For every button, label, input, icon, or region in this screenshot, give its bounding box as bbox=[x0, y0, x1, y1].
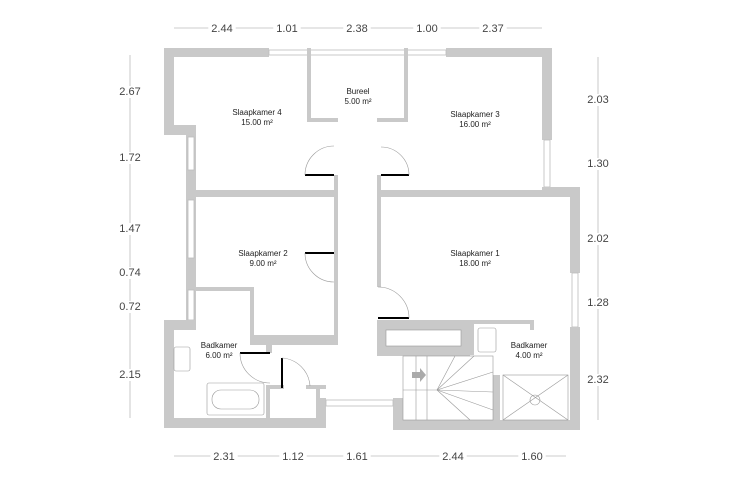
dimension-label-bg bbox=[584, 158, 612, 170]
sink-icon bbox=[173, 346, 191, 372]
dimension-label-bg bbox=[439, 451, 467, 463]
dimension-label-bg bbox=[584, 374, 612, 386]
dimension-label: 2.37 bbox=[482, 23, 503, 35]
sink-icon bbox=[477, 327, 497, 353]
dimension-label-bg bbox=[584, 297, 612, 309]
dimension-label-bg bbox=[518, 451, 546, 463]
dimension-label-bg bbox=[210, 451, 238, 463]
room-name: Slaapkamer 3 bbox=[450, 110, 500, 119]
dimension-label-bg bbox=[116, 86, 144, 98]
dimension-label: 2.15 bbox=[119, 369, 140, 381]
room-area: 6.00 m² bbox=[205, 351, 232, 360]
fixtures bbox=[173, 327, 569, 421]
stair-arrow-icon bbox=[412, 368, 426, 382]
dimension-label: 2.67 bbox=[119, 86, 140, 98]
shower-icon bbox=[502, 374, 569, 421]
room-area: 9.00 m² bbox=[249, 259, 276, 268]
dimension-label: 2.03 bbox=[587, 94, 608, 106]
dimensions-bottom: 2.31 1.12 1.61 2.44 1.60 bbox=[174, 451, 566, 463]
doors bbox=[239, 145, 410, 388]
dimension-label-bg bbox=[279, 451, 307, 463]
dimension-label: 1.60 bbox=[521, 451, 542, 463]
room-name: Slaapkamer 4 bbox=[232, 108, 282, 117]
room-area: 16.00 m² bbox=[459, 120, 491, 129]
dimensions-left: 2.67 1.72 1.47 0.74 0.72 2.15 bbox=[116, 55, 144, 418]
dimension-label-bg bbox=[116, 223, 144, 235]
dimension-label-bg bbox=[343, 451, 371, 463]
dimension-label-bg bbox=[584, 94, 612, 106]
dimension-label: 2.32 bbox=[587, 374, 608, 386]
bathtub-icon bbox=[206, 382, 265, 416]
room-area: 15.00 m² bbox=[241, 118, 273, 127]
room-area: 5.00 m² bbox=[344, 97, 371, 106]
room-name: Bureel bbox=[346, 87, 369, 96]
room-labels: Slaapkamer 4 15.00 m² Bureel 5.00 m² Sla… bbox=[201, 87, 548, 360]
dimension-label: 2.44 bbox=[211, 23, 232, 35]
dimension-label: 1.01 bbox=[276, 23, 297, 35]
dimension-label: 1.00 bbox=[416, 23, 437, 35]
dimension-label-bg bbox=[584, 233, 612, 245]
dimension-label: 1.72 bbox=[119, 152, 140, 164]
dimension-label: 2.02 bbox=[587, 233, 608, 245]
dimension-label-bg bbox=[413, 23, 441, 35]
dimension-label-bg bbox=[116, 369, 144, 381]
dimension-label: 1.12 bbox=[282, 451, 303, 463]
dimension-label: 1.28 bbox=[587, 297, 608, 309]
dimension-label: 0.72 bbox=[119, 301, 140, 313]
room-area: 18.00 m² bbox=[459, 259, 491, 268]
dimensions-top: 2.44 1.01 2.38 1.00 2.37 bbox=[174, 23, 542, 35]
room-name: Badkamer bbox=[201, 341, 238, 350]
dimension-label-bg bbox=[343, 23, 371, 35]
room-area: 4.00 m² bbox=[515, 351, 542, 360]
dimension-label-bg bbox=[273, 23, 301, 35]
dimension-label: 2.38 bbox=[346, 23, 367, 35]
dimension-label: 2.31 bbox=[213, 451, 234, 463]
room-name: Slaapkamer 2 bbox=[238, 249, 288, 258]
dimension-label-bg bbox=[479, 23, 507, 35]
dimension-label-bg bbox=[116, 152, 144, 164]
dimension-label-bg bbox=[116, 267, 144, 279]
dimension-label: 0.74 bbox=[119, 267, 140, 279]
room-name: Badkamer bbox=[511, 341, 548, 350]
dimension-label-bg bbox=[116, 301, 144, 313]
staircase-icon bbox=[402, 355, 494, 421]
dimension-label: 1.47 bbox=[119, 223, 140, 235]
walls bbox=[164, 48, 580, 430]
dimensions-right: 2.03 1.30 2.02 1.28 2.32 bbox=[584, 57, 612, 420]
dimension-label: 2.44 bbox=[442, 451, 463, 463]
dimension-label: 1.30 bbox=[587, 158, 608, 170]
room-name: Slaapkamer 1 bbox=[450, 249, 500, 258]
dimension-label: 1.61 bbox=[346, 451, 367, 463]
dimension-label-bg bbox=[208, 23, 236, 35]
